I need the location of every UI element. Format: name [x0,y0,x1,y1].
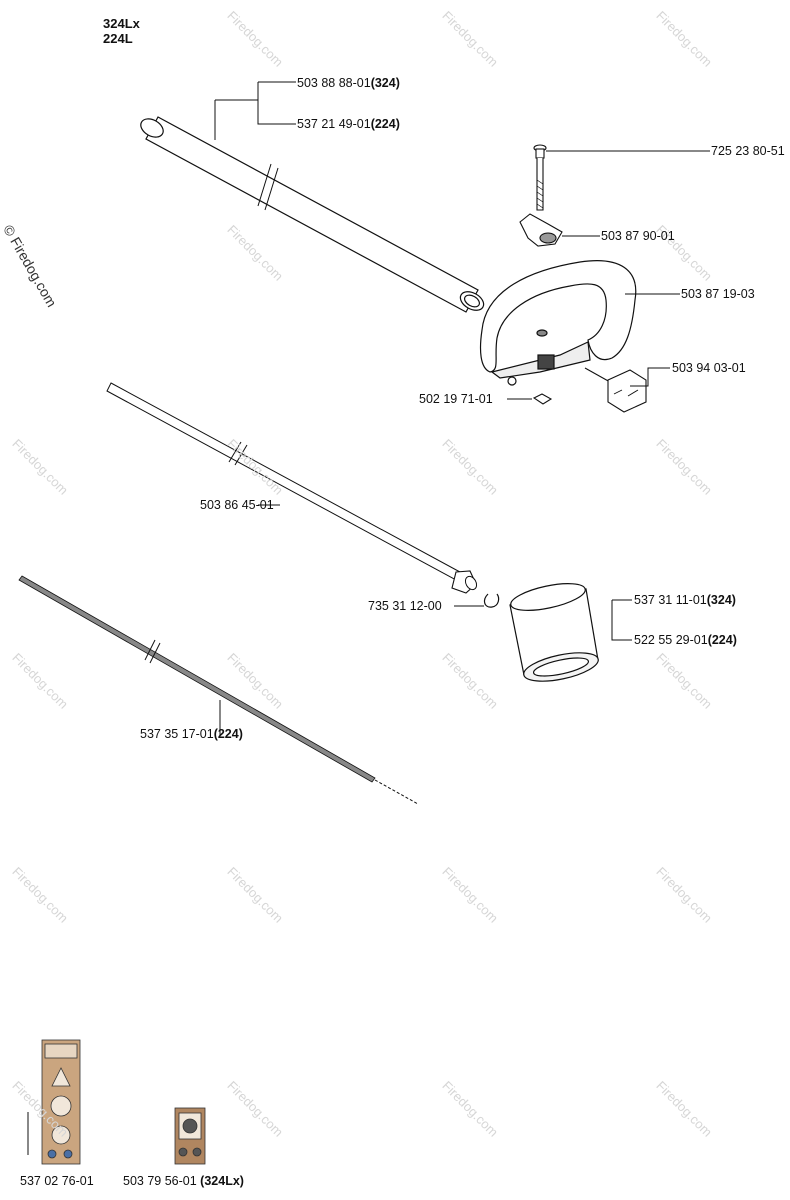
part-model: 324 [374,76,396,90]
part-number: 537 35 17-01 [140,727,214,741]
decal-small [174,1107,206,1165]
part-number: 503 94 03-01 [672,361,746,375]
part-label: 735 31 12-00 [368,599,442,613]
part-label: 503 87 90-01 [601,229,675,243]
part-number: 503 88 88-01 [297,76,371,90]
connector [584,367,647,413]
part-label: 522 55 29-01(224) [634,633,737,647]
part-number: 503 87 90-01 [601,229,675,243]
part-model: 224 [711,633,733,647]
flexible-shaft [18,575,419,805]
part-number: 735 31 12-00 [368,599,442,613]
bolt [533,144,547,211]
part-number: 725 23 80-51 [711,144,785,158]
part-number: 537 02 76-01 [20,1174,94,1188]
wing-knob [519,213,563,247]
part-number: 537 21 49-01 [297,117,371,131]
part-number: 503 86 45-01 [200,498,274,512]
model-heading: 324Lx 224L [103,16,140,46]
part-label: 503 88 88-01(324) [297,76,400,90]
part-number: 502 19 71-01 [419,392,493,406]
part-model: 324 [710,593,732,607]
handle-loop [479,260,637,386]
clip [483,593,500,608]
square-nut [532,393,553,405]
warning-decal-large [41,1039,81,1165]
part-label: 537 31 11-01(324) [634,593,736,607]
model-b-label: 224L [103,31,133,46]
part-label: 537 35 17-01(224) [140,727,243,741]
part-label: 537 21 49-01(224) [297,117,400,131]
part-model: 324Lx [204,1174,240,1188]
part-number: 503 79 56-01 [123,1174,197,1188]
part-model: 224 [374,117,396,131]
guard-ring [509,583,599,682]
part-label: 725 23 80-51 [711,144,785,158]
part-label: 503 79 56-01 (324Lx) [123,1174,244,1188]
part-label: 502 19 71-01 [419,392,493,406]
part-number: 503 87 19-03 [681,287,755,301]
drive-shaft [106,382,478,594]
part-model: 224 [217,727,239,741]
part-label: 503 86 45-01 [200,498,274,512]
part-label: 537 02 76-01 [20,1174,94,1188]
part-label: 503 94 03-01 [672,361,746,375]
part-number: 522 55 29-01 [634,633,708,647]
part-number: 537 31 11-01 [634,593,707,607]
shaft-tube [140,116,485,313]
model-a-label: 324Lx [103,16,140,31]
part-label: 503 87 19-03 [681,287,755,301]
